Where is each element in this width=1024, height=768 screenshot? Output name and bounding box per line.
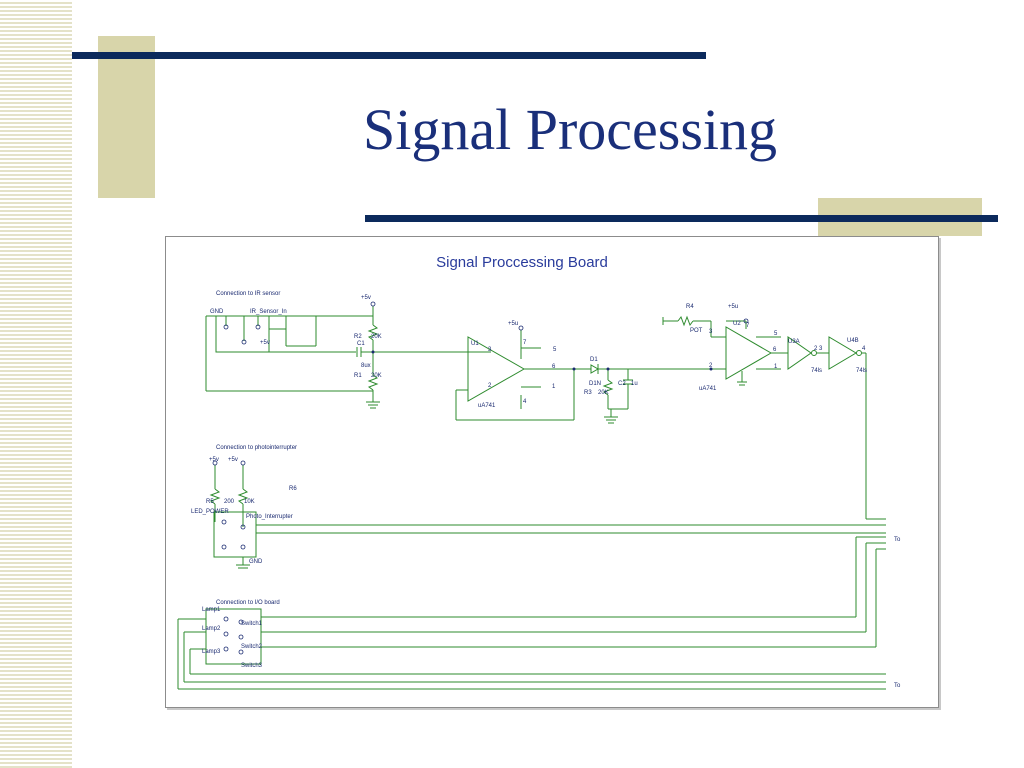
circuit-diagram: Connection to IR sensor GND IR_Sensor_In… xyxy=(177,291,901,690)
led-power-label: LED_POWER xyxy=(191,509,229,515)
photo-header-label: Connection to photointerrupter xyxy=(216,445,297,451)
u2-pin5-label: 5 xyxy=(774,331,778,337)
switch2-label: Switch2 xyxy=(241,644,263,650)
p5v-b-label: +5v xyxy=(361,295,371,301)
u2-pin7-label: 7 xyxy=(746,323,750,329)
decorative-stripes xyxy=(0,0,72,768)
u2-pin6-label: 6 xyxy=(773,347,777,353)
ir-header-label: Connection to IR sensor xyxy=(216,291,280,297)
ir-connector-box xyxy=(215,315,270,353)
r1-label: R1 xyxy=(354,373,362,379)
u1-supply-label: +5u xyxy=(508,321,518,327)
gnd-label: GND xyxy=(210,309,224,315)
to-label-1: To xyxy=(894,537,901,543)
r6-value-label: 10K xyxy=(244,499,255,505)
r2-label: R2 xyxy=(354,334,362,340)
lamp2-label: Lamp2 xyxy=(202,626,221,632)
u4b-label: U4B xyxy=(847,338,859,344)
u4b-inverter xyxy=(828,336,857,370)
lamp1-label: Lamp1 xyxy=(202,607,221,613)
u4b-type-label: 74ls xyxy=(856,368,867,374)
decorative-tan-block-left xyxy=(98,36,155,198)
lamp3-label: Lamp3 xyxy=(202,649,221,655)
p5v-a-label: +5v xyxy=(260,340,270,346)
u3a-inverter xyxy=(787,336,812,370)
u1-pin2-label: 2 xyxy=(488,383,492,389)
switch1-label: Switch1 xyxy=(241,621,263,627)
slide-title: Signal Processing xyxy=(362,97,778,162)
r6-label: R6 xyxy=(289,486,297,492)
r1-value-label: 20K xyxy=(371,373,382,379)
pot-label: POT xyxy=(690,328,703,334)
photo-5v-b-label: +5v xyxy=(228,457,238,463)
io-header-label: Connection to I/O board xyxy=(216,600,280,606)
u3a-label: U3A xyxy=(788,339,800,345)
to-label-2: To xyxy=(894,683,901,689)
r3-label: R3 xyxy=(584,390,592,396)
r2-value-label: 20K xyxy=(371,334,382,340)
u1-type-label: uA741 xyxy=(478,403,496,409)
photointerrupter-box xyxy=(213,511,257,558)
r5-label: R5 xyxy=(206,499,214,505)
switch3-label: Switch3 xyxy=(241,663,263,669)
d1-label: D1 xyxy=(590,357,598,363)
photo-5v-a-label: +5v xyxy=(209,457,219,463)
decorative-navy-bar-top xyxy=(72,52,706,59)
u1-pin7-label: 7 xyxy=(523,340,527,346)
u1-pin1-label: 1 xyxy=(552,384,556,390)
u1-pin3-label: 3 xyxy=(488,347,492,353)
c2-value-label: 1u xyxy=(631,381,638,387)
c1-label: C1 xyxy=(357,341,365,347)
u1-pin6-label: 6 xyxy=(552,364,556,370)
u2-pin1-label: 1 xyxy=(774,364,778,370)
u2-label: U2 xyxy=(733,321,741,327)
schematic-title: Signal Proccessing Board xyxy=(436,254,608,271)
u1-pin4-label: 4 xyxy=(523,399,527,405)
u3a-pins-label: 2 3 xyxy=(814,346,823,352)
gnd2-label: GND xyxy=(249,559,263,565)
c2-label: C2 xyxy=(618,381,626,387)
d1n-label: D1N xyxy=(589,381,601,387)
r4-label: R4 xyxy=(686,304,694,310)
ir-sensor-label: IR_Sensor_In xyxy=(250,309,287,315)
schematic-figure: Signal Proccessing Board xyxy=(165,236,939,708)
u2-type-label: uA741 xyxy=(699,386,717,392)
u2-opamp xyxy=(725,326,772,380)
u2-pin2-label: 2 xyxy=(709,363,713,369)
u2-supply-label: +5u xyxy=(728,304,738,310)
decorative-navy-bar-bottom xyxy=(365,215,998,222)
u1-pin5-label: 5 xyxy=(553,347,557,353)
r3-value-label: 20K xyxy=(598,390,609,396)
r5-value-label: 200 xyxy=(224,499,235,505)
c1-value-label: 8ux xyxy=(361,363,371,369)
u4b-pin-label: 4 xyxy=(862,346,866,352)
u1-label: U1 xyxy=(471,341,479,347)
u1-opamp xyxy=(467,336,526,402)
photo-interrupter-label: Photo_Interrupter xyxy=(246,514,293,520)
io-connector-box xyxy=(205,608,262,665)
u3a-type-label: 74ls xyxy=(811,368,822,374)
u2-pin3-label: 3 xyxy=(709,329,713,335)
